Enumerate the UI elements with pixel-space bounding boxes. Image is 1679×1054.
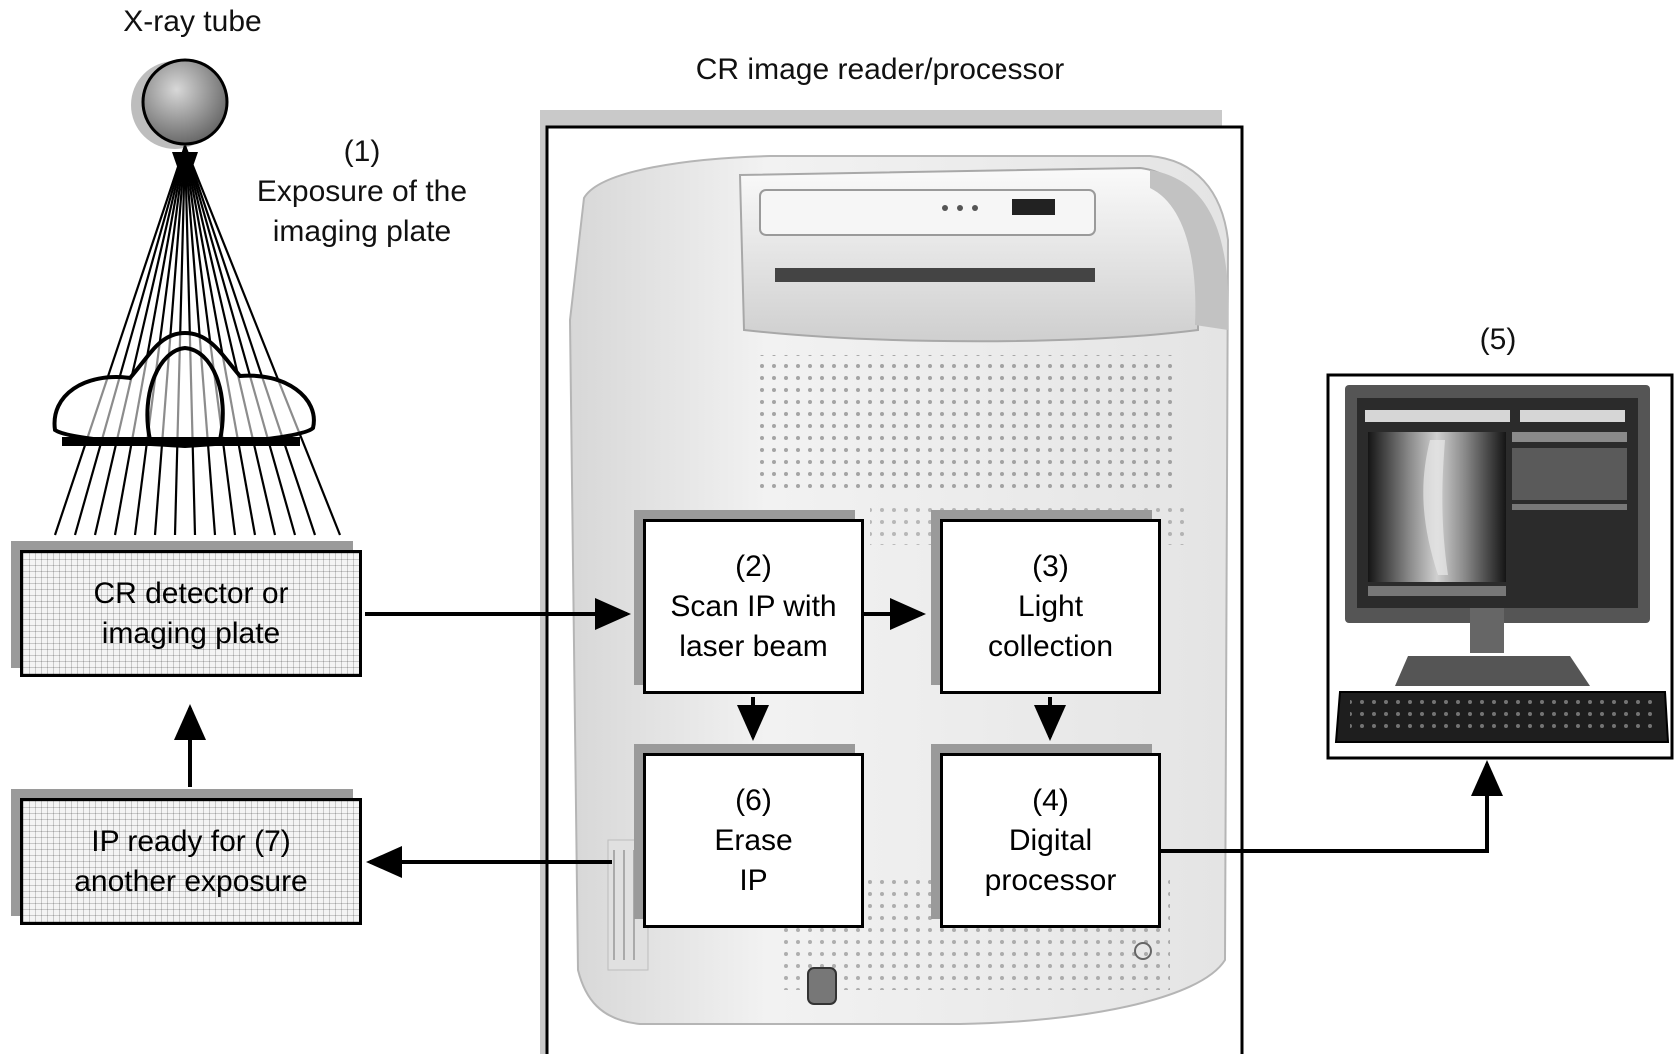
flow-connectors: [174, 598, 1503, 878]
arrow-digital-to-workstation: [1160, 760, 1503, 853]
step5-label: (5): [1479, 323, 1517, 356]
step3-light-box: (3) Light collection: [940, 519, 1161, 694]
reader-title: CR image reader/processor: [695, 53, 1065, 86]
cr-detector-box: CR detector or imaging plate: [20, 550, 362, 677]
step6-erase-box: (6) Erase IP: [643, 753, 864, 928]
ip-ready-box: IP ready for (7) another exposure: [20, 798, 362, 925]
step4-digital-box: (4) Digital processor: [940, 753, 1161, 928]
patient-silhouette-icon: [52, 330, 316, 449]
xray-tube-icon: [131, 58, 229, 149]
workstation-icon: [1334, 385, 1670, 743]
step2-scan-box: (2) Scan IP with laser beam: [643, 519, 864, 694]
xray-tube-label: X-ray tube: [123, 5, 262, 38]
step1-label: (1) Exposure of the imaging plate: [256, 135, 468, 248]
